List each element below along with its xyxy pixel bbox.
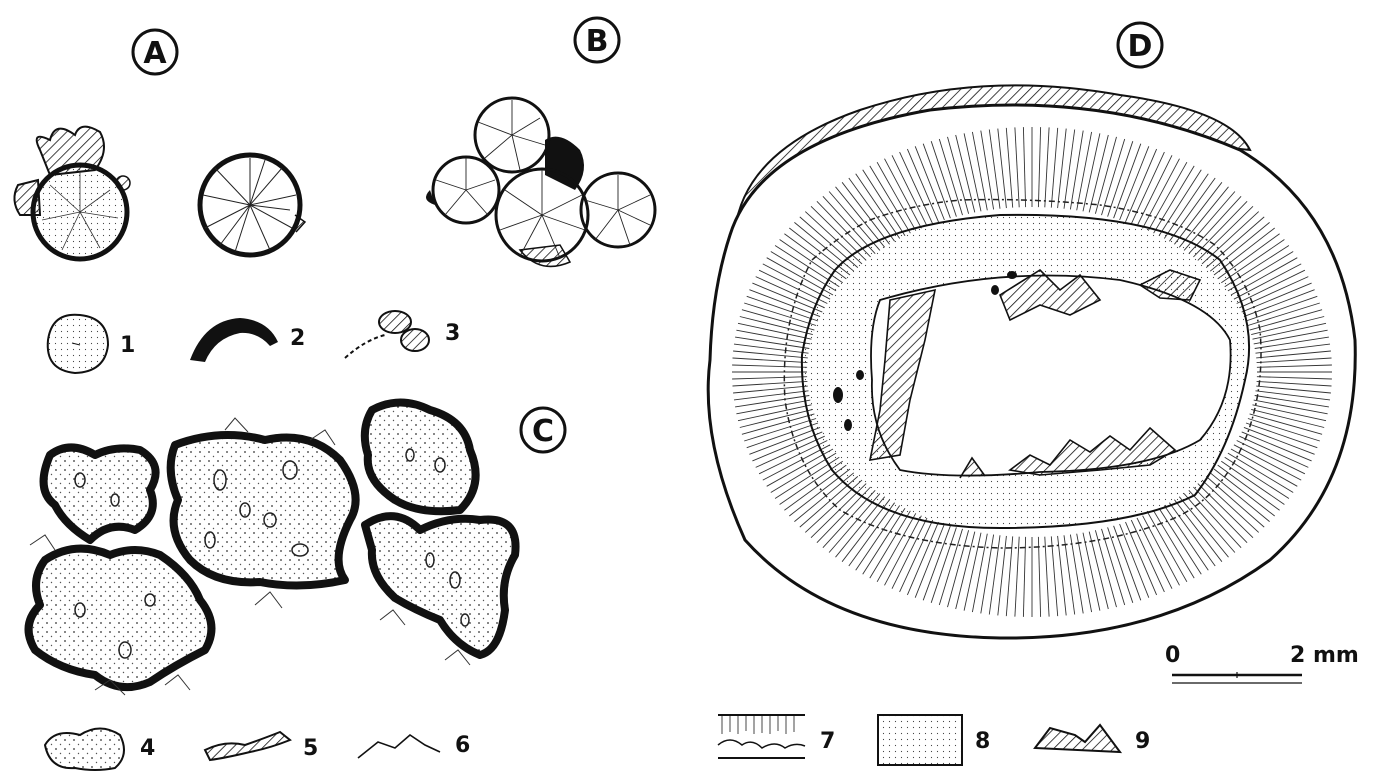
scale-start: 0 bbox=[1165, 643, 1180, 668]
grain-c3 bbox=[365, 403, 476, 512]
grain-c1 bbox=[44, 448, 156, 541]
legend-9-label: 9 bbox=[1135, 729, 1150, 754]
legend-8-label: 8 bbox=[975, 729, 990, 754]
oolite-a2 bbox=[200, 155, 305, 255]
grain-c2 bbox=[171, 435, 356, 586]
scale-bar: 0 2 mm bbox=[1165, 643, 1359, 683]
legend-5-label: 5 bbox=[303, 736, 318, 761]
legend-row-2: 4 5 6 bbox=[45, 729, 470, 771]
oolite-a1 bbox=[33, 165, 127, 259]
legend-2-label: 2 bbox=[290, 326, 305, 351]
grain-c4 bbox=[365, 516, 516, 655]
legend-1-label: 1 bbox=[120, 333, 135, 358]
legend-6-label: 6 bbox=[455, 733, 470, 758]
legend-3-label: 3 bbox=[445, 321, 460, 346]
panel-d-label: D bbox=[1128, 29, 1153, 64]
legend-7-label: 7 bbox=[820, 729, 835, 754]
panel-c-label: C bbox=[532, 414, 554, 449]
panel-b: B bbox=[426, 18, 655, 266]
legend-7-swatch bbox=[718, 715, 805, 758]
legend-row-1: 1 2 3 bbox=[48, 311, 461, 373]
panel-c: C bbox=[29, 403, 565, 696]
scale-end: 2 mm bbox=[1290, 643, 1359, 668]
grain-c5 bbox=[29, 549, 212, 688]
panel-d: D bbox=[708, 23, 1355, 638]
panel-a: A bbox=[14, 30, 305, 259]
legend-9-swatch bbox=[1035, 725, 1120, 752]
legend-8-swatch bbox=[878, 715, 962, 765]
panel-b-label: B bbox=[586, 24, 609, 59]
panel-a-label: A bbox=[143, 36, 167, 71]
legend-row-3: 7 8 9 bbox=[718, 715, 1150, 765]
legend-4-label: 4 bbox=[140, 736, 155, 761]
